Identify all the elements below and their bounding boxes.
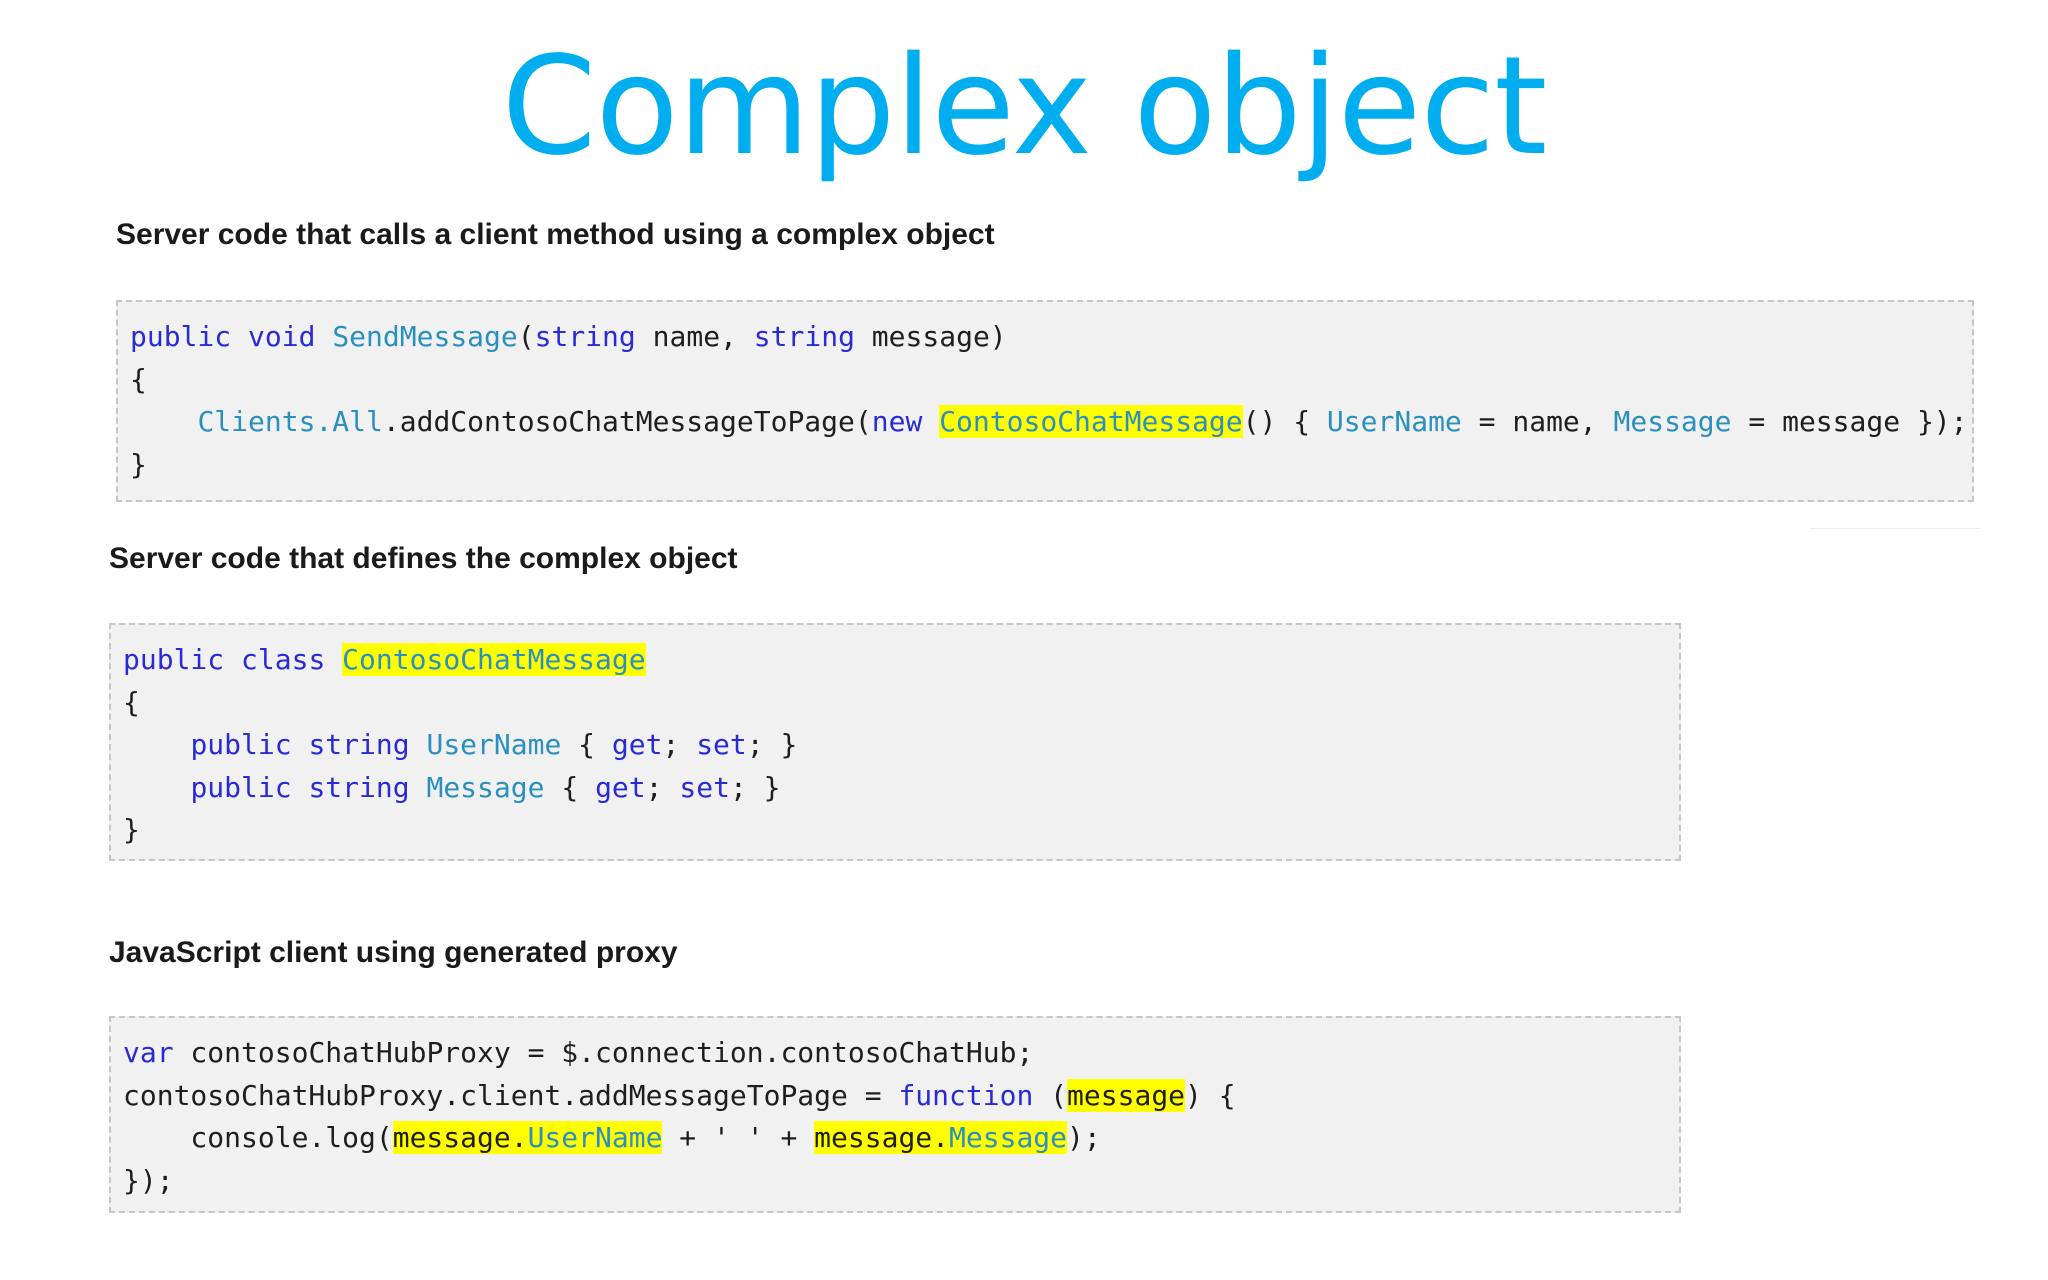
code-token: ( bbox=[517, 320, 535, 353]
code-block-send-message: public void SendMessage(string name, str… bbox=[116, 300, 1974, 502]
code-token bbox=[123, 728, 190, 761]
code-token: function bbox=[898, 1078, 1034, 1112]
code-token bbox=[410, 728, 427, 761]
code-token: Clients.All bbox=[197, 405, 383, 438]
code-token: public bbox=[123, 643, 225, 676]
code-token: SendMessage bbox=[332, 320, 518, 353]
code-line: contosoChatHubProxy.client.addMessageToP… bbox=[123, 1075, 1669, 1118]
section-heading-define-complex-object: Server code that defines the complex obj… bbox=[109, 542, 738, 575]
slide-title: Complex object bbox=[501, 28, 1548, 186]
code-token bbox=[315, 320, 332, 353]
code-token bbox=[292, 771, 309, 804]
code-line: public string Message { get; set; } bbox=[123, 767, 1669, 810]
code-token: string bbox=[308, 728, 410, 761]
code-token bbox=[325, 643, 342, 676]
code-token: .addContosoChatMessageToPage( bbox=[382, 405, 872, 438]
code-token: message) bbox=[854, 320, 1007, 353]
code-token bbox=[410, 771, 427, 804]
code-token: set bbox=[696, 728, 747, 761]
code-token: ContosoChatMessage bbox=[939, 405, 1243, 438]
code-token: } bbox=[123, 813, 140, 846]
code-token: { bbox=[130, 362, 147, 396]
code-token: new bbox=[871, 405, 923, 438]
code-token bbox=[224, 643, 241, 676]
code-token bbox=[123, 771, 190, 804]
code-line: public class ContosoChatMessage bbox=[123, 639, 1669, 682]
section-heading-call-client-method: Server code that calls a client method u… bbox=[116, 218, 995, 251]
code-token: ) { bbox=[1185, 1078, 1236, 1112]
code-token: { bbox=[123, 685, 140, 719]
code-token: public bbox=[190, 770, 292, 804]
code-line: }); bbox=[123, 1160, 1669, 1203]
code-token: contosoChatHubProxy = $.connection.conto… bbox=[173, 1036, 1034, 1069]
code-token bbox=[292, 728, 309, 761]
code-line: console.log(message.UserName + ' ' + mes… bbox=[123, 1117, 1669, 1160]
code-token: UserName bbox=[527, 1121, 663, 1154]
code-line: public void SendMessage(string name, str… bbox=[130, 316, 1962, 359]
code-token: }); bbox=[123, 1163, 174, 1197]
code-token: string bbox=[534, 320, 636, 353]
code-token bbox=[922, 405, 939, 438]
code-token: = name, bbox=[1461, 405, 1614, 438]
code-token: set bbox=[679, 770, 730, 804]
code-token: UserName bbox=[426, 728, 562, 761]
code-token: class bbox=[241, 643, 326, 676]
code-token: void bbox=[248, 320, 316, 353]
code-token bbox=[231, 320, 248, 353]
divider bbox=[1810, 528, 1980, 529]
code-line: } bbox=[123, 809, 1669, 852]
code-token: ; } bbox=[746, 728, 798, 761]
code-token: = message }); bbox=[1731, 405, 1968, 438]
code-token: ( bbox=[1033, 1078, 1068, 1112]
code-line: public string UserName { get; set; } bbox=[123, 724, 1669, 767]
section-heading-javascript-client: JavaScript client using generated proxy bbox=[109, 936, 678, 969]
code-token: message. bbox=[392, 1121, 528, 1154]
code-line: } bbox=[130, 444, 1962, 487]
code-token: get bbox=[611, 728, 663, 761]
code-line: { bbox=[130, 359, 1962, 402]
code-token: Message bbox=[426, 770, 545, 804]
code-token bbox=[130, 405, 197, 438]
code-token: ; bbox=[662, 728, 697, 761]
code-line: var contosoChatHubProxy = $.connection.c… bbox=[123, 1032, 1669, 1075]
code-token: string bbox=[753, 320, 855, 353]
code-token: { bbox=[561, 728, 612, 761]
code-token: + ' ' + bbox=[662, 1121, 815, 1154]
code-token: Message bbox=[1613, 405, 1732, 438]
code-token: public bbox=[130, 320, 232, 353]
code-block-contoso-chat-message-class: public class ContosoChatMessage{ public … bbox=[109, 623, 1681, 861]
code-token: ; bbox=[645, 770, 680, 804]
code-token: public bbox=[190, 728, 292, 761]
code-token: contosoChatHubProxy.client.addMessageToP… bbox=[123, 1078, 899, 1112]
code-token: ); bbox=[1067, 1121, 1101, 1154]
code-line: { bbox=[123, 682, 1669, 725]
code-token: Message bbox=[949, 1121, 1068, 1154]
code-token: ContosoChatMessage bbox=[342, 643, 646, 676]
code-token: UserName bbox=[1326, 405, 1462, 438]
code-token: console.log( bbox=[123, 1121, 393, 1154]
code-token: } bbox=[130, 447, 147, 481]
code-token: var bbox=[123, 1036, 174, 1069]
code-token: ; } bbox=[729, 770, 781, 804]
code-block-javascript-proxy: var contosoChatHubProxy = $.connection.c… bbox=[109, 1016, 1681, 1213]
code-token: message. bbox=[814, 1121, 950, 1154]
code-token: message bbox=[1067, 1078, 1186, 1112]
code-line: Clients.All.addContosoChatMessageToPage(… bbox=[130, 401, 1968, 444]
code-token: get bbox=[595, 770, 646, 804]
code-token: string bbox=[308, 770, 410, 804]
code-token: () { bbox=[1242, 405, 1327, 438]
code-token: name, bbox=[635, 320, 754, 353]
code-token: { bbox=[544, 770, 596, 804]
